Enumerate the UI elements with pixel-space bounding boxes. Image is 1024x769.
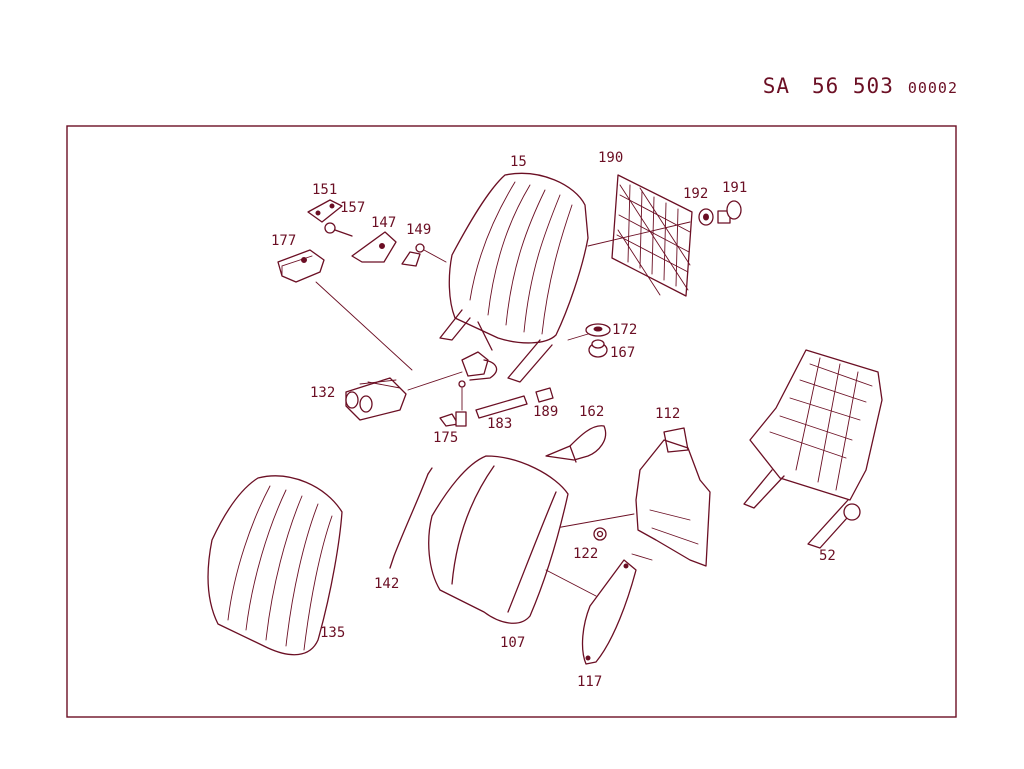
sheet-code: SA 56 503 00002 [763,74,958,98]
part-107-seat-cushion[interactable] [428,455,569,624]
label-189: 189 [533,404,558,420]
label-132: 132 [310,385,335,401]
label-172: 172 [612,322,637,338]
part-135-backrest-cover[interactable] [207,475,343,656]
part-112-mounting-panel[interactable] [635,427,711,567]
sheet-prefix: SA [762,74,790,98]
part-190-net-pocket[interactable] [587,174,693,297]
label-117: 117 [577,674,602,690]
part-192-washer[interactable] [698,208,714,226]
part-149-clip[interactable] [401,243,447,267]
part-175-plug[interactable] [439,380,467,427]
sheet-suffix: 00002 [907,79,958,97]
label-107: 107 [500,635,525,651]
part-189-sleeve[interactable] [535,387,554,403]
label-151: 151 [312,182,337,198]
part-117-side-trim[interactable] [581,553,653,665]
label-112: 112 [655,406,680,422]
label-183: 183 [487,416,512,432]
part-172-grommet[interactable] [585,323,611,337]
part-52-backrest-frame[interactable] [743,349,883,549]
part-191-screw[interactable] [717,200,742,224]
label-175: 175 [433,430,458,446]
part-142-wire[interactable] [389,467,433,569]
part-147-hinge[interactable] [351,231,397,263]
diagram-frame [66,125,957,718]
label-162: 162 [579,404,604,420]
label-177: 177 [271,233,296,249]
label-167: 167 [610,345,635,361]
part-122-clip[interactable] [593,527,607,541]
part-151-bracket[interactable] [307,199,343,223]
label-122: 122 [573,546,598,562]
part-183-rod[interactable] [475,395,528,419]
label-15: 15 [510,154,527,170]
label-157: 157 [340,200,365,216]
label-190: 190 [598,150,623,166]
part-177-switch[interactable] [277,249,413,371]
part-15-backrest[interactable] [439,172,589,383]
label-142: 142 [374,576,399,592]
part-167-grommet[interactable] [588,339,608,358]
label-135: 135 [320,625,345,641]
label-192: 192 [683,186,708,202]
label-191: 191 [722,180,747,196]
part-157-screw[interactable] [324,222,353,237]
part-132-connector[interactable] [461,351,498,381]
part-132-adjuster-unit[interactable] [345,377,407,421]
part-162-strap[interactable] [545,425,607,463]
sheet-number: 56 503 [811,74,894,98]
label-149: 149 [406,222,431,238]
label-52: 52 [819,548,836,564]
label-147: 147 [371,215,396,231]
